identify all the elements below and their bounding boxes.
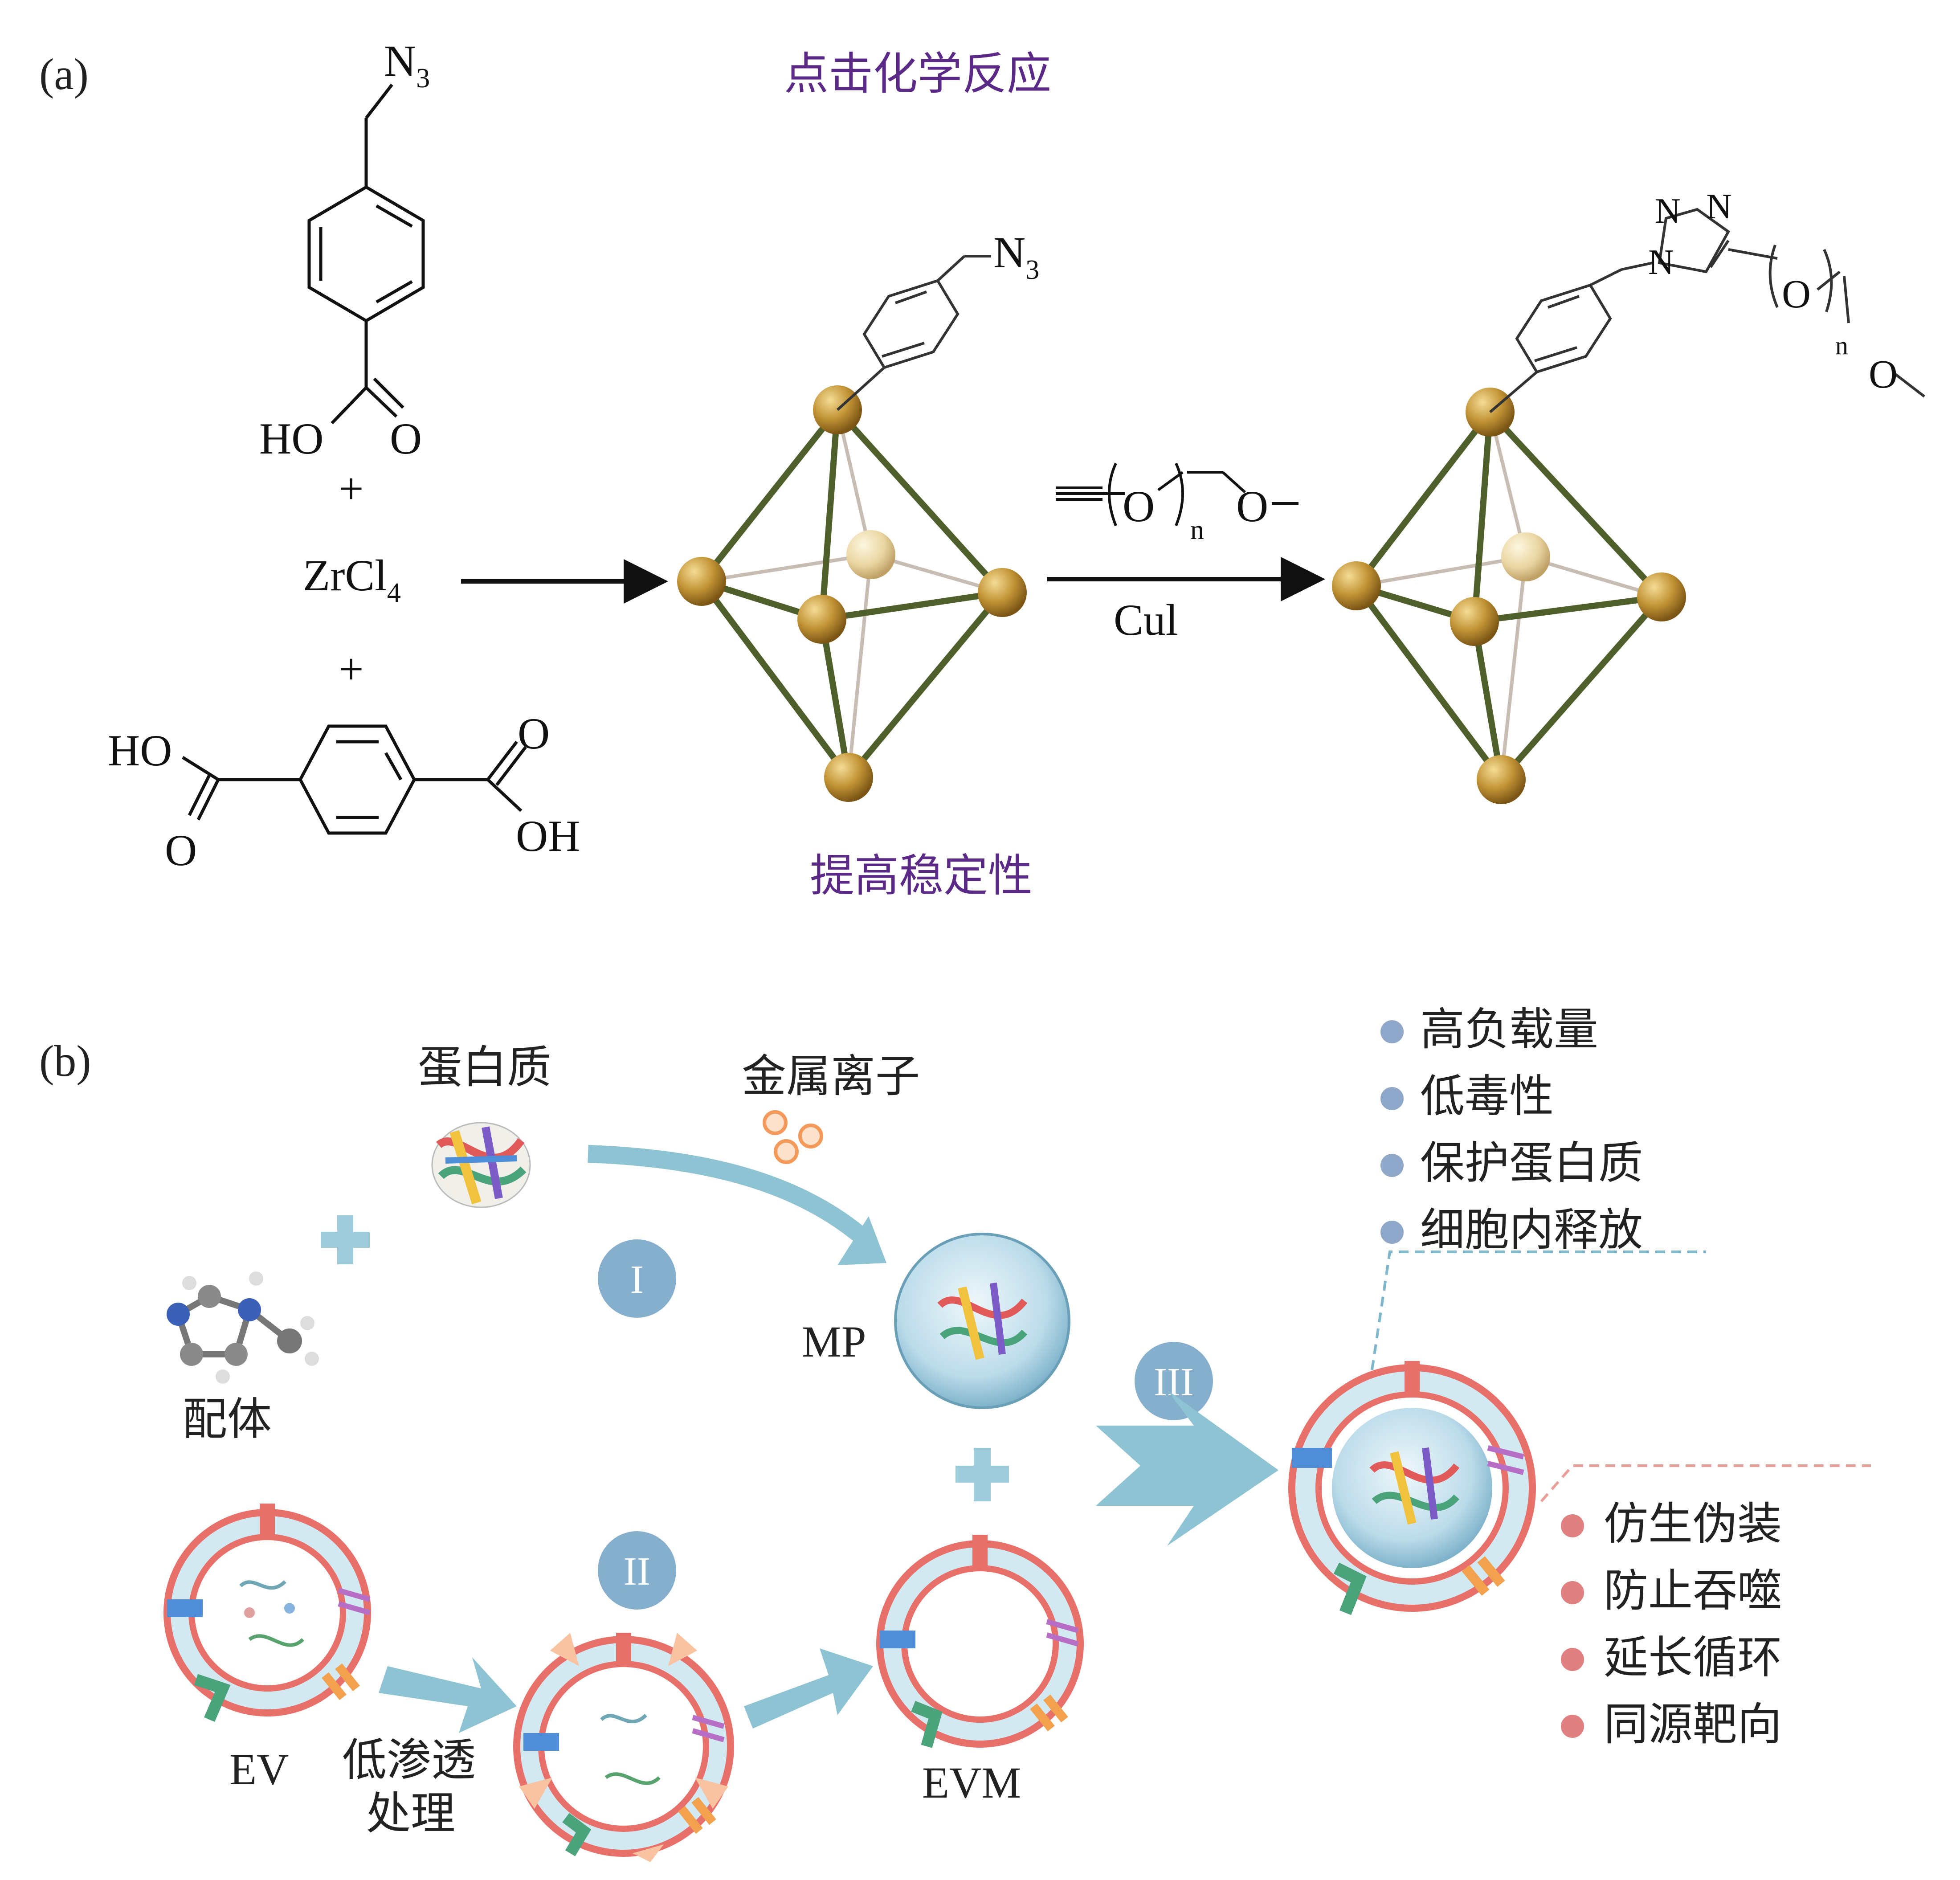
red-dashed-connector [1540,1464,1871,1502]
step-1-arrow [588,1145,870,1246]
bullet-blue-3 [1380,1154,1404,1177]
properties-blue-list: 高负载量 低毒性 保护蛋白质 细胞内释放 [1380,1003,1643,1256]
triazole-peg-ligand [1489,208,1925,413]
evm-vesicle [876,1535,1084,1748]
hypotonic-label-2: 处理 [366,1787,455,1839]
step-1-badge [598,1239,676,1318]
peg-o-label-3: O [1782,272,1811,316]
protein-icon [431,1122,531,1208]
plus-sign-1: + [339,464,363,513]
property-red-3: 延长循环 [1604,1631,1782,1684]
triazole-n-label-2: N [1706,187,1732,226]
properties-red-list: 仿生伪装 防止吞噬 延长循环 同源靶向 [1561,1498,1782,1750]
panel-b-label: (b) [39,1036,91,1086]
zrcl4-label: ZrCl4 [303,551,401,608]
peg-n-label: n [1190,515,1204,545]
step-3-badge [1135,1342,1213,1420]
ligand-molecule-icon [167,1271,319,1384]
property-red-4: 同源靶向 [1604,1698,1782,1750]
bullet-blue-1 [1380,1020,1404,1043]
hydroxyl-label-1: HO [259,414,323,463]
step-3-arrow [1096,1390,1278,1546]
peg-o-label-1: O [1123,482,1155,531]
step-1-label: I [630,1258,644,1302]
hydroxyl-label-3: OH [516,811,580,861]
ligand-label: 配体 [183,1393,272,1445]
bullet-blue-2 [1380,1087,1404,1110]
property-blue-3: 保护蛋白质 [1420,1137,1643,1189]
plus-icon-ligand [321,1215,370,1264]
step-2-label: II [624,1549,650,1594]
panel-a-title: 点击化学反应 [784,48,1051,100]
ev-vesicle [163,1504,371,1722]
bullet-blue-4 [1380,1221,1404,1244]
terephthalic-acid [182,724,527,835]
protein-label: 蛋白质 [418,1041,551,1093]
mp-particle [894,1233,1070,1409]
carbonyl-o-label-2: O [165,826,197,875]
step-2-badge [598,1531,676,1610]
step-2-arrow-a [379,1657,517,1733]
panel-a-caption: 提高稳定性 [810,850,1033,902]
ev-label: EV [229,1745,289,1794]
property-red-2: 防止吞噬 [1604,1565,1782,1617]
plus-sign-2: + [339,644,363,694]
property-blue-4: 细胞内释放 [1420,1204,1643,1256]
property-red-1: 仿生伪装 [1604,1498,1782,1550]
peg-alkyne-reagent [1056,462,1298,527]
plus-icon-mp-evm [956,1448,1009,1501]
step-2-arrow-b [744,1648,873,1729]
bullet-red-1 [1561,1514,1584,1537]
benzyl-azide-ligand [836,255,991,411]
mof-octahedron-1 [677,385,1027,802]
panel-a-label: (a) [39,49,89,99]
metal-ions-label: 金属离子 [742,1050,920,1102]
swelling-vesicle [513,1633,734,1862]
evm-label: EVM [922,1758,1021,1807]
bullet-red-3 [1561,1648,1584,1671]
property-blue-2: 低毒性 [1420,1070,1554,1122]
hydroxyl-label-2: HO [108,726,172,775]
triazole-n-label-1: N [1655,192,1681,231]
azide-n-label: N3 [384,36,430,94]
azidomethyl-benzoic-acid [307,83,425,425]
triazole-n-label-3: N [1648,243,1674,282]
carbonyl-o-label-1: O [390,414,422,463]
peg-o-label-2: O [1236,482,1268,531]
bullet-red-2 [1561,1581,1584,1604]
hypotonic-label-1: 低渗透 [342,1734,476,1786]
catalyst-label: Cul [1114,595,1178,645]
peg-n-label-2: n [1835,331,1848,360]
peg-o-label-4: O [1869,352,1898,396]
mp-label: MP [802,1317,866,1366]
azide-n-label-2: N3 [993,228,1039,285]
property-blue-1: 高负载量 [1420,1003,1598,1055]
bullet-red-4 [1561,1715,1584,1738]
metal-ions-icon [763,1110,823,1164]
carbonyl-o-label-3: O [518,709,550,758]
final-nanoparticle [1288,1361,1536,1615]
step-1-arrowhead [837,1216,886,1265]
mof-octahedron-2 [1332,388,1686,804]
blue-dashed-connector [1371,1251,1706,1370]
